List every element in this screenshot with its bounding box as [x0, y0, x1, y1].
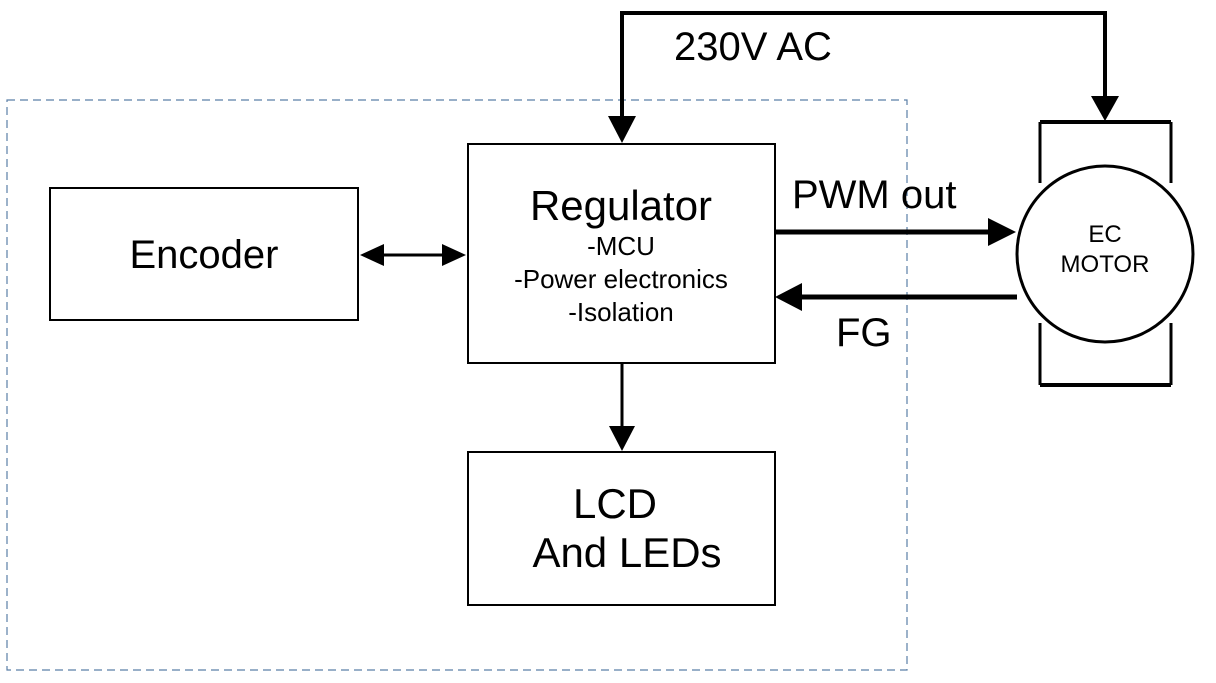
power-supply-label: 230V AC — [674, 25, 832, 69]
regulator-item-power-electronics: -Power electronics — [514, 264, 728, 294]
lcd-label-line2: And LEDs — [532, 529, 721, 576]
link-right-arrowhead — [442, 244, 466, 266]
regulator-to-lcd-arrow — [609, 363, 635, 451]
fg-feedback-arrow — [775, 283, 1017, 311]
motor-label-line1: EC — [1088, 221, 1121, 248]
lcd-block: LCD And LEDs — [467, 451, 776, 606]
encoder-regulator-link — [360, 244, 466, 266]
power-to-regulator-arrowhead — [608, 116, 636, 143]
encoder-label: Encoder — [130, 233, 279, 277]
controller-boundary — [6, 99, 908, 671]
lcd-arrowhead — [609, 426, 635, 451]
regulator-title: Regulator — [530, 182, 712, 229]
power-to-motor-arrowhead — [1091, 96, 1119, 121]
pwm-arrowhead — [988, 218, 1016, 246]
motor-label-line2: MOTOR — [1061, 251, 1150, 278]
pwm-out-arrow — [775, 218, 1016, 246]
regulator-block: Regulator -MCU -Power electronics -Isola… — [467, 143, 776, 364]
pwm-out-label: PWM out — [792, 173, 956, 217]
lcd-label-line1: LCD — [573, 480, 657, 527]
encoder-block: Encoder — [49, 187, 359, 321]
link-left-arrowhead — [360, 244, 384, 266]
power-supply-line — [608, 11, 1119, 143]
fg-label: FG — [836, 311, 892, 355]
fg-arrowhead — [775, 283, 802, 311]
ec-motor: EC MOTOR — [1015, 120, 1195, 387]
regulator-item-isolation: -Isolation — [568, 297, 674, 327]
motor-circle — [1015, 164, 1195, 344]
regulator-item-mcu: -MCU — [587, 231, 655, 261]
